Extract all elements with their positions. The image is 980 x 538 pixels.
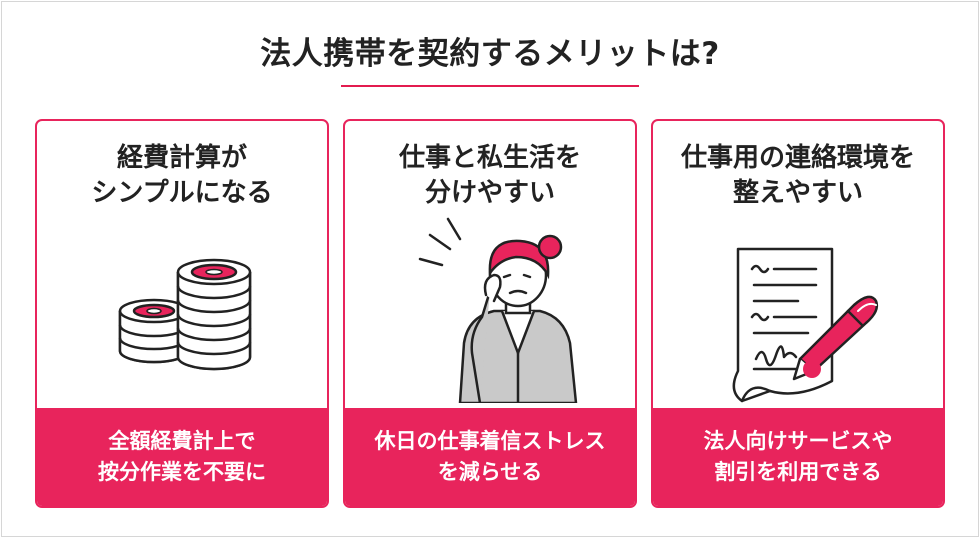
card-footer: 法人向けサービスや 割引を利用できる: [653, 408, 943, 506]
card-heading: 経費計算が シンプルになる: [37, 141, 327, 211]
card-heading: 仕事と私生活を 分けやすい: [345, 141, 635, 211]
coin-stack-icon: [37, 219, 327, 409]
benefit-card-contact-environment: 仕事用の連絡環境を 整えやすい: [651, 119, 945, 508]
card-heading-line: 分けやすい: [424, 178, 555, 208]
card-footer-line: 按分作業を不要に: [98, 460, 266, 484]
benefit-card-work-life: 仕事と私生活を 分けやすい: [343, 119, 637, 508]
card-footer-line: 全額経費計上で: [108, 429, 256, 453]
card-footer: 全額経費計上で 按分作業を不要に: [37, 408, 327, 506]
card-heading-line: 整えやすい: [732, 178, 863, 208]
card-heading: 仕事用の連絡環境を 整えやすい: [653, 141, 943, 211]
card-heading-line: シンプルになる: [91, 178, 273, 208]
benefit-card-expenses: 経費計算が シンプルになる: [35, 119, 329, 508]
card-footer-line: 休日の仕事着信ストレス: [374, 429, 606, 453]
thinking-woman-icon: [345, 217, 635, 409]
card-footer-line: 法人向けサービスや: [703, 429, 893, 453]
card-heading-line: 仕事と私生活を: [398, 143, 581, 173]
card-heading-line: 仕事用の連絡環境を: [680, 143, 915, 173]
page-title: 法人携帯を契約するメリットは?: [260, 36, 720, 72]
title-underline: [341, 85, 639, 87]
card-footer-line: を減らせる: [437, 460, 543, 484]
card-footer: 休日の仕事着信ストレス を減らせる: [345, 408, 635, 506]
signing-contract-icon: [653, 219, 943, 409]
card-footer-line: 割引を利用できる: [714, 460, 882, 484]
card-heading-line: 経費計算が: [116, 143, 247, 173]
